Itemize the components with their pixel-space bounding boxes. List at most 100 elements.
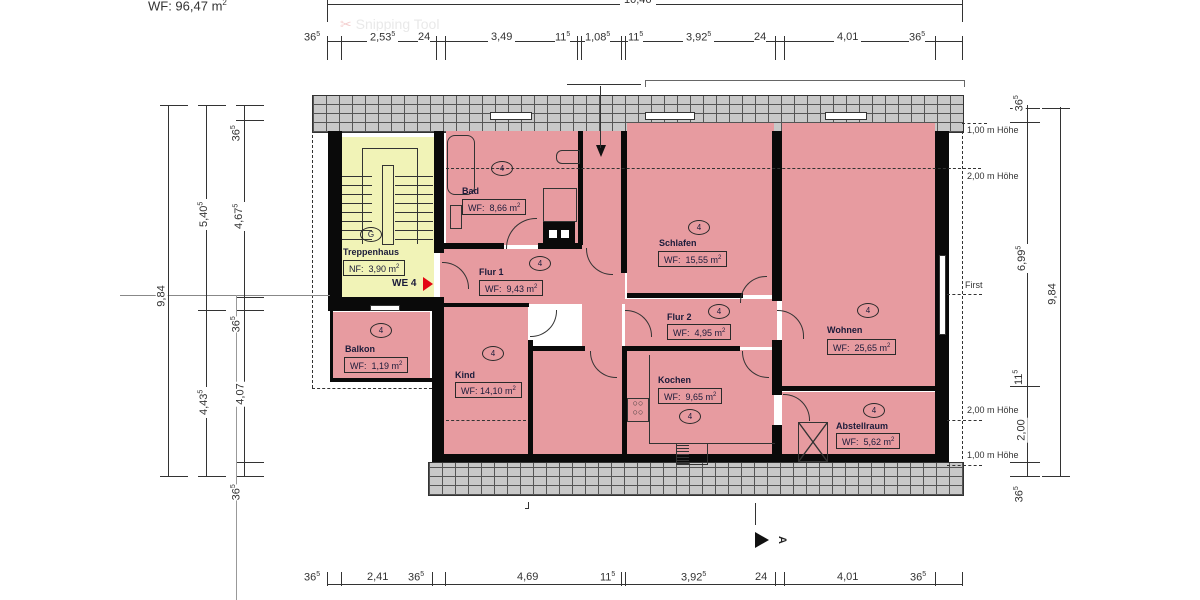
wall-hall-right [621,131,627,273]
bottom-dim-segment: 24 [755,571,768,583]
wall-schlafen-bottom [627,293,743,298]
left-dim-tick [236,462,264,463]
top-dim-tick [625,36,626,60]
bottom-dim-tick [775,572,776,586]
dashed-1m-bottom [947,465,982,466]
bottom-dim-tick [445,572,446,586]
height-note-2m-bottom: 2,00 m Höhe [967,405,1019,415]
right-dim-col1: 6,995 [1015,243,1028,273]
shaft-hole [561,230,569,238]
left-dim-tick [160,105,188,106]
top-dim-tick [436,36,437,60]
wall-stair-right [434,131,444,253]
dashed-line-first [947,294,982,295]
bottom-dim-tick [935,572,936,586]
height-note-first: First [965,280,983,290]
shower-tray-icon [543,188,577,222]
left-dim-tick [198,310,226,311]
left-dim-col3: 365 [229,125,243,142]
section-arrow-down-icon [596,145,606,157]
bottom-dim-segment: 365 [910,571,927,584]
wall-schlafen-wohnen [772,131,782,301]
left-dim-col2-lower: 4,435 [197,386,210,418]
room-area-balkon: WF: 1,19 m2 [344,357,409,373]
bottom-dim-segment: 2,41 [365,571,391,583]
top-dim-segment: 3,49 [488,31,516,43]
top-dim-tick [784,36,785,60]
right-dim-col1: 365 [1012,486,1026,503]
left-dim-col3: 365 [229,484,243,501]
right-dim-overall: 9,84 [1046,280,1059,308]
top-overall-dim-tick-left [327,0,328,22]
total-area-sup: 2 [222,0,227,7]
room-name-kochen: Kochen [658,375,692,385]
top-dim-tick [962,36,963,60]
room-number-abstellraum: 4 [863,403,885,418]
snipping-tool-watermark: ✂ Snipping Tool [340,16,439,33]
top-dim-line [327,41,963,42]
left-dim-col3: 4,07 [234,381,247,407]
right-dim-tick [1010,122,1040,123]
room-name-abstellraum: Abstellraum [836,421,889,431]
watermark-text: Snipping Tool [355,16,440,32]
right-dim-overall-line [1060,107,1061,477]
wall-bad-bottom [444,243,504,249]
room-area-wohnen: WF: 25,65 m2 [827,339,897,355]
right-dim-tick [1010,386,1040,387]
wall-balkon-left [330,311,333,381]
door-kind[interactable] [530,310,557,337]
bottom-dim-segment: 365 [408,571,425,584]
left-dim-col3-line [244,105,245,476]
room-number-flur1: 4 [529,256,551,271]
stove-icon: ○○○○ [627,398,649,422]
room-name-flur1: Flur 1 [479,267,504,277]
wall-kind-top [444,303,529,307]
room-schlafen [627,123,774,295]
room-area-schlafen: WF: 15,55 m2 [658,251,728,267]
wall-stair-bottom [328,297,444,311]
room-area-flur2: WF: 4,95 m2 [667,324,732,340]
left-dim-tick [236,310,264,311]
bottom-dim-tick [962,572,963,586]
room-number-kochen: 4 [679,409,701,424]
right-dim-col1-line [1027,105,1028,476]
right-dim-tick [1042,476,1070,477]
dashed-outline-left [312,135,313,388]
wall-center-top [533,346,585,351]
room-area-kind: WF: 14,10 m2 [455,382,522,398]
bottom-dim-tick [341,572,342,586]
wall-wohnen-bottom [782,386,935,391]
right-dim-col1: 115 [1012,369,1025,385]
dashed-1m-top [962,123,987,124]
section-arrow-icon [755,532,769,548]
top-dim-tick [581,36,582,60]
top-dim-segment: 365 [909,31,926,44]
left-first-line [236,295,237,600]
room-name-schlafen: Schlafen [659,238,697,248]
room-number-bad: 4 [491,161,513,176]
top-dim-tick [327,36,328,60]
dashed-first-left [120,295,330,296]
shaft-icon [543,222,575,244]
kitchen-counter [649,355,775,444]
right-dim-col1: 365 [1012,95,1026,112]
room-name-flur2: Flur 2 [667,312,692,322]
room-number-treppenhaus: G [360,227,382,242]
wall-kind-right [528,340,533,458]
section-line [567,84,641,85]
room-number-balkon: 4 [370,323,392,338]
top-dim-segment: 24 [754,31,767,43]
room-area-kochen: WF: 9,65 m2 [658,388,723,404]
storage-cabinet-icon [798,422,828,462]
dashed-outline-right [962,131,963,459]
right-dim-tick [1010,462,1040,463]
wall-bad-bottom2 [538,243,582,249]
left-dim-col3: 365 [229,316,243,333]
top-dim-segment: 4,01 [834,31,862,43]
room-kind [444,306,528,454]
top-dim-tick [577,36,578,60]
dashed-line-2m-top [446,168,981,169]
left-dim-tick [198,476,226,477]
shaft-hole [549,230,557,238]
bottom-dim-tick [625,572,626,586]
